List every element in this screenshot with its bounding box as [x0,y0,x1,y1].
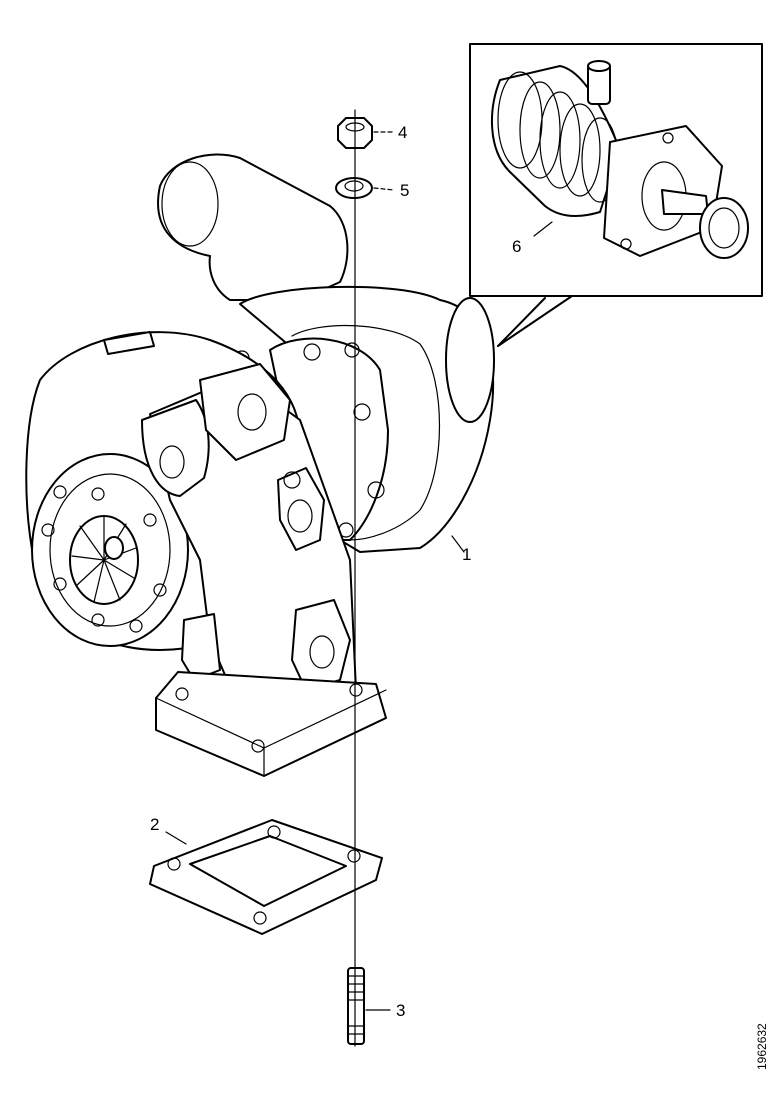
turbocharger-assembly [25,153,495,777]
stud [347,967,365,1045]
callout-5: 5 [400,181,409,200]
actuator-bellows [491,60,749,259]
callout-1: 1 [462,545,471,564]
callout-6: 6 [512,237,521,256]
document-id: 1962632 [755,1023,769,1070]
detail-inset: 6 [469,43,763,347]
callout-4: 4 [398,123,407,142]
callout-2: 2 [150,815,159,834]
callout-3: 3 [396,1001,405,1020]
gasket [149,819,383,935]
washer [335,177,373,199]
turbine-wheel [69,515,139,605]
